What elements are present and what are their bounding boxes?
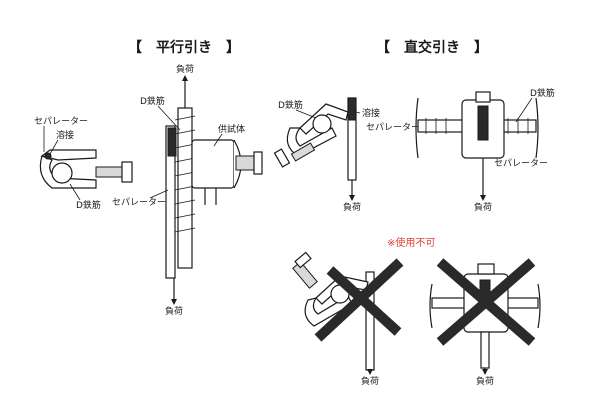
- clamp-bolt: [95, 166, 123, 178]
- clamp-ortho-left: [273, 103, 349, 168]
- rebar-cross-section: [51, 162, 73, 184]
- label-separator-bottom: セパレーター: [112, 197, 166, 208]
- heading-parallel-pull: 【 平行引き 】: [128, 39, 240, 56]
- label-welding-left: 溶接: [56, 129, 74, 141]
- test-specimen-body: [191, 139, 235, 189]
- orthogonal-pull-figure: 負荷 D鉄筋 溶接 セパレーター 負荷 D鉄筋 セパレーター: [273, 87, 555, 213]
- weld-point: [44, 152, 52, 160]
- specimen-bolt-shaft: [235, 155, 255, 171]
- not-usable-figures: 負荷 負荷: [292, 251, 541, 387]
- label-d-rebar-top: D鉄筋: [140, 95, 165, 107]
- separator-weld-band: [167, 127, 177, 157]
- prohibit-cross-1b: [326, 266, 402, 336]
- separator-rod-invalid-2: [480, 331, 490, 369]
- clamp-bolt-head: [121, 161, 133, 183]
- load-label-top: 負荷: [176, 63, 194, 75]
- load-label-bottom: 負荷: [165, 305, 183, 317]
- label-welding-ortho: 溶接: [362, 107, 380, 119]
- label-d-rebar-ortho-2: D鉄筋: [530, 87, 555, 99]
- rebar-break-right: [535, 97, 539, 159]
- label-test-piece: 供試体: [218, 123, 245, 135]
- separator-front: [477, 105, 489, 141]
- label-separator-ortho: セパレーター: [366, 122, 420, 133]
- clamp-detail-left: [39, 149, 133, 189]
- clamp-front-bolt: [475, 91, 491, 103]
- not-usable-warning: ※使用不可: [387, 236, 435, 249]
- rebar-break-left: [415, 97, 419, 159]
- label-d-rebar-left: D鉄筋: [76, 199, 101, 211]
- separator-weld-ortho: [347, 97, 357, 121]
- label-separator-ortho-2: セパレーター: [494, 158, 548, 169]
- specimen-bolt-head: [253, 151, 263, 175]
- load-label-ortho-2: 負荷: [474, 201, 492, 213]
- label-separator-left: セパレーター: [34, 116, 88, 127]
- load-label-invalid-2: 負荷: [476, 375, 494, 387]
- label-d-rebar-ortho: D鉄筋: [278, 99, 303, 111]
- heading-orthogonal-pull: 【 直交引き 】: [376, 39, 488, 56]
- prohibit-cross-2b: [436, 258, 536, 346]
- parallel-pull-figure: 負荷 負荷 セパレータ: [34, 63, 263, 317]
- load-label-invalid-1: 負荷: [361, 375, 379, 387]
- separator-rod: [165, 125, 176, 279]
- load-label-ortho-1: 負荷: [343, 201, 361, 213]
